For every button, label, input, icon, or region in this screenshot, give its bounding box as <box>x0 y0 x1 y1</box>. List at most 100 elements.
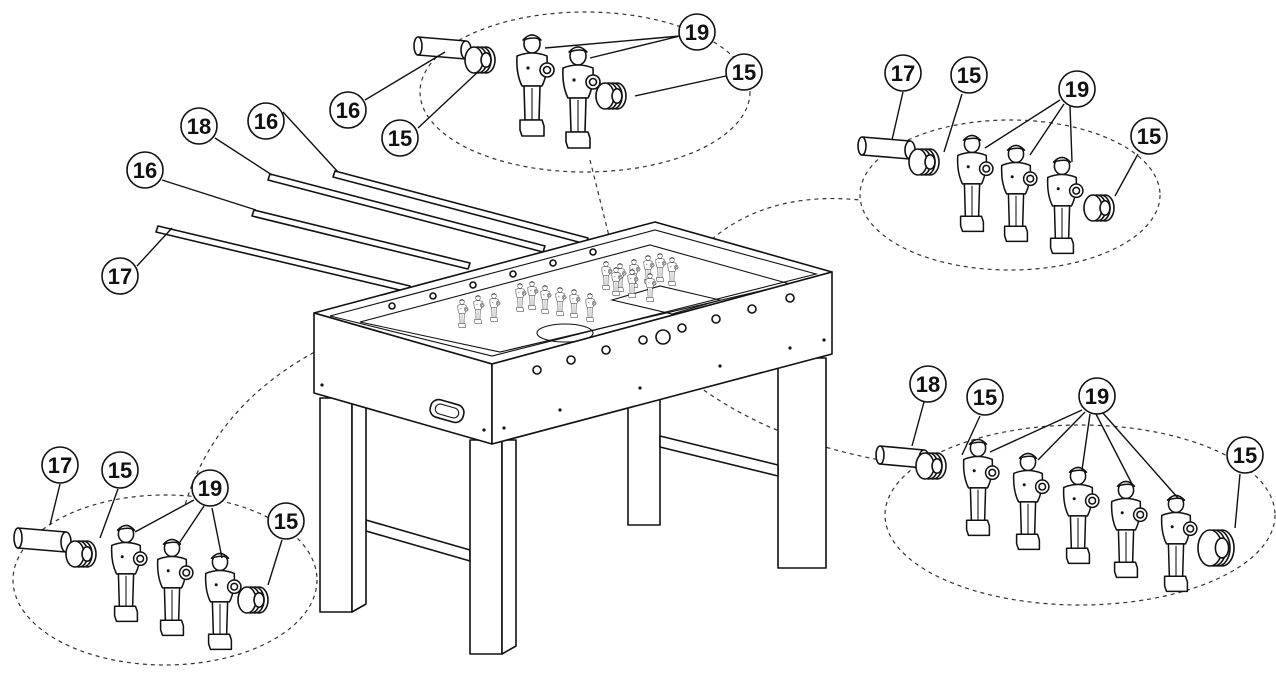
part-callout: 16 <box>126 151 164 189</box>
player-figure <box>1046 156 1084 255</box>
table-player <box>601 261 613 290</box>
callout-circle <box>267 502 305 540</box>
leg-front-right <box>469 439 503 655</box>
callout-circle <box>950 56 988 94</box>
table-player <box>555 287 567 316</box>
callout-number: 18 <box>187 114 211 139</box>
part-callout: 15 <box>101 451 139 489</box>
player-figure <box>1062 466 1100 565</box>
connector-right-upper <box>699 197 861 251</box>
stretcher-left <box>365 519 471 562</box>
callout-circle <box>884 54 922 92</box>
callout-circle <box>725 53 763 91</box>
callout-circle <box>41 446 79 484</box>
callout-number: 19 <box>198 476 222 501</box>
part-callout: 17 <box>41 446 79 484</box>
rod-hole <box>638 335 648 345</box>
callout-number: 17 <box>108 264 132 289</box>
bumper <box>1083 194 1115 222</box>
player-figure <box>204 552 242 651</box>
end-sleeve <box>857 136 916 160</box>
table-player <box>569 289 581 318</box>
table-player <box>473 295 485 324</box>
part-callout: 19 <box>1058 70 1096 108</box>
player-figure <box>110 524 148 623</box>
rod-hole <box>785 293 795 303</box>
rod-18 <box>267 173 546 253</box>
callout-number: 15 <box>1137 124 1161 149</box>
callout-number: 15 <box>973 385 997 410</box>
table-player <box>645 273 657 302</box>
callout-number: 15 <box>108 458 132 483</box>
part-callout: 18 <box>909 365 947 403</box>
callout-circle <box>1078 377 1116 415</box>
callout-circle <box>678 13 716 51</box>
part-callout: 16 <box>247 102 285 140</box>
callout-number: 17 <box>48 453 72 478</box>
rods <box>155 170 589 293</box>
part-callout: 18 <box>180 107 218 145</box>
player-figure <box>562 46 601 149</box>
part-callout: 15 <box>1130 117 1168 155</box>
callout-circle <box>180 107 218 145</box>
rod-17 <box>155 225 411 293</box>
part-callout: 17 <box>101 257 139 295</box>
ball-return-slot <box>429 398 465 424</box>
left-lower-group-ellipse <box>12 494 318 666</box>
rod-hole <box>747 304 757 314</box>
part-callout: 15 <box>1226 436 1264 474</box>
callout-circle <box>191 469 229 507</box>
part-callout: 19 <box>678 13 716 51</box>
callout-circle <box>329 91 367 129</box>
leg-back-right <box>777 357 827 569</box>
part-callout: 15 <box>381 119 419 157</box>
part-callout: 19 <box>191 469 229 507</box>
callout-circle <box>1226 436 1264 474</box>
callout-circle <box>247 102 285 140</box>
player-figure <box>962 438 1000 537</box>
rod-hole <box>532 365 542 375</box>
parts <box>13 34 1235 651</box>
player-figure <box>516 34 555 137</box>
table-player <box>527 281 539 310</box>
rod-hole <box>677 323 687 333</box>
callout-number: 16 <box>254 109 278 134</box>
rod-hole <box>549 259 557 267</box>
player-figure <box>1012 452 1050 551</box>
callout-number: 19 <box>685 20 709 45</box>
callout-circle <box>381 119 419 157</box>
player-figure <box>956 134 994 233</box>
player-figure <box>1160 494 1198 593</box>
end-sleeve <box>413 36 472 60</box>
part-callout: 15 <box>966 378 1004 416</box>
rod-hole <box>589 248 597 256</box>
table-player <box>655 253 667 282</box>
bumper <box>1197 529 1235 567</box>
player-figure <box>156 538 194 637</box>
rod-hole <box>469 281 477 289</box>
bumper <box>915 452 947 480</box>
callout-number: 19 <box>1085 384 1109 409</box>
rod-hole <box>509 270 517 278</box>
part-callout: 15 <box>267 502 305 540</box>
part-callout: 15 <box>725 53 763 91</box>
rod-hole <box>711 314 721 324</box>
leg-front-left <box>319 397 353 613</box>
center-circle <box>536 323 594 343</box>
player-figure <box>1110 480 1148 579</box>
rod-16-lower <box>251 209 471 270</box>
player-figure <box>1000 144 1038 243</box>
rod-hole <box>601 345 611 355</box>
callout-number: 15 <box>388 126 412 151</box>
callout-number: 15 <box>1233 443 1257 468</box>
callout-circle <box>101 257 139 295</box>
bumper <box>65 540 97 568</box>
table-player <box>667 257 679 286</box>
callout-number: 15 <box>274 509 298 534</box>
part-callout: 15 <box>950 56 988 94</box>
callout-circle <box>1058 70 1096 108</box>
table-player <box>515 283 527 312</box>
cabinet-inner-rim <box>329 229 819 357</box>
